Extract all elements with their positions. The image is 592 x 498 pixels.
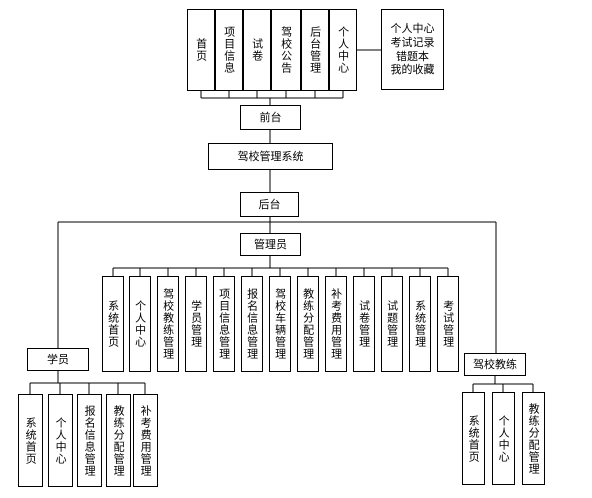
admin-module-retake-fee-mgmt: 补考费用管理 [325,276,347,372]
coach-module-label: 教练分配管理 [527,402,541,475]
back-end-label: 后台 [258,197,281,211]
student-module-system-home: 系统首页 [18,394,43,487]
admin-module-label: 报名信息管理 [245,288,259,360]
admin-module-label: 试卷管理 [357,300,371,348]
front-module-label: 个人中心 [336,26,350,74]
admin-module-exam-paper-mgmt: 试卷管理 [353,276,375,372]
coach-module-system-home: 系统首页 [462,392,485,485]
student-module-label: 报名信息管理 [83,404,97,477]
admin-module-label: 教练分配管理 [301,288,315,360]
coach-module-personal-center: 个人中心 [492,392,515,485]
front-module-backend-mgmt: 后台管理 [301,9,329,91]
system-node: 驾校管理系统 [208,143,333,170]
admin-module-label: 补考费用管理 [329,288,343,360]
front-module-label: 驾校公告 [279,26,293,74]
front-module-label: 试卷 [250,38,264,62]
student-module-label: 个人中心 [54,416,68,465]
front-module-home: 首页 [187,9,215,91]
admin-module-exam-mgmt: 考试管理 [437,276,459,372]
student-node: 学员 [27,348,89,371]
admin-module-label: 个人中心 [133,300,147,348]
admin-module-label: 驾校车辆管理 [273,288,287,360]
admin-module-label: 考试管理 [441,300,455,348]
front-profile-box: 个人中心 考试记录 错题本 我的收藏 [381,9,444,90]
admin-label: 管理员 [254,237,287,251]
front-end-label: 前台 [259,110,282,124]
admin-module-coach-assignment-mgmt: 教练分配管理 [297,276,319,372]
front-module-project-info: 项目信息 [215,9,243,91]
student-module-label: 教练分配管理 [112,404,126,477]
front-module-exam-paper: 试卷 [243,9,271,91]
admin-module-coach-mgmt: 驾校教练管理 [157,276,179,372]
admin-module-label: 驾校教练管理 [161,288,175,360]
coach-module-coach-assignment-mgmt: 教练分配管理 [522,392,545,485]
front-module-label: 首页 [194,38,208,62]
admin-module-label: 学员管理 [189,300,203,348]
profile-box-line: 错题本 [396,49,429,63]
profile-box-line: 我的收藏 [390,63,435,77]
back-end-node: 后台 [240,192,299,217]
admin-module-label: 项目信息管理 [217,288,231,360]
admin-module-system-mgmt: 系统管理 [409,276,431,372]
admin-module-project-info-mgmt: 项目信息管理 [213,276,235,372]
front-module-school-notice: 驾校公告 [271,9,301,91]
front-module-personal-center: 个人中心 [329,9,357,91]
admin-node: 管理员 [240,233,301,256]
admin-module-student-mgmt: 学员管理 [185,276,207,372]
student-module-coach-assignment-mgmt: 教练分配管理 [106,394,131,487]
admin-module-vehicle-mgmt: 驾校车辆管理 [269,276,291,372]
admin-module-system-home: 系统首页 [102,276,124,372]
admin-module-personal-center: 个人中心 [129,276,151,372]
admin-module-label: 系统首页 [106,300,120,348]
admin-module-label: 试题管理 [385,300,399,348]
front-end-node: 前台 [240,105,301,130]
coach-module-label: 个人中心 [497,414,511,463]
student-label: 学员 [47,352,69,366]
front-module-label: 后台管理 [308,26,322,74]
profile-box-line: 考试记录 [390,35,435,49]
admin-module-label: 系统管理 [413,300,427,348]
student-module-label: 系统首页 [24,416,38,465]
student-module-enrollment-mgmt: 报名信息管理 [77,394,102,487]
coach-module-label: 系统首页 [467,414,481,463]
system-label: 驾校管理系统 [237,149,304,163]
student-module-personal-center: 个人中心 [48,394,73,487]
admin-module-enrollment-mgmt: 报名信息管理 [241,276,263,372]
profile-box-line: 个人中心 [390,22,435,35]
student-module-retake-fee-mgmt: 补考费用管理 [133,394,158,487]
student-module-label: 补考费用管理 [139,404,153,477]
coach-node: 驾校教练 [464,353,526,376]
front-module-label: 项目信息 [222,26,236,74]
coach-label: 驾校教练 [473,357,517,371]
admin-module-question-mgmt: 试题管理 [381,276,403,372]
